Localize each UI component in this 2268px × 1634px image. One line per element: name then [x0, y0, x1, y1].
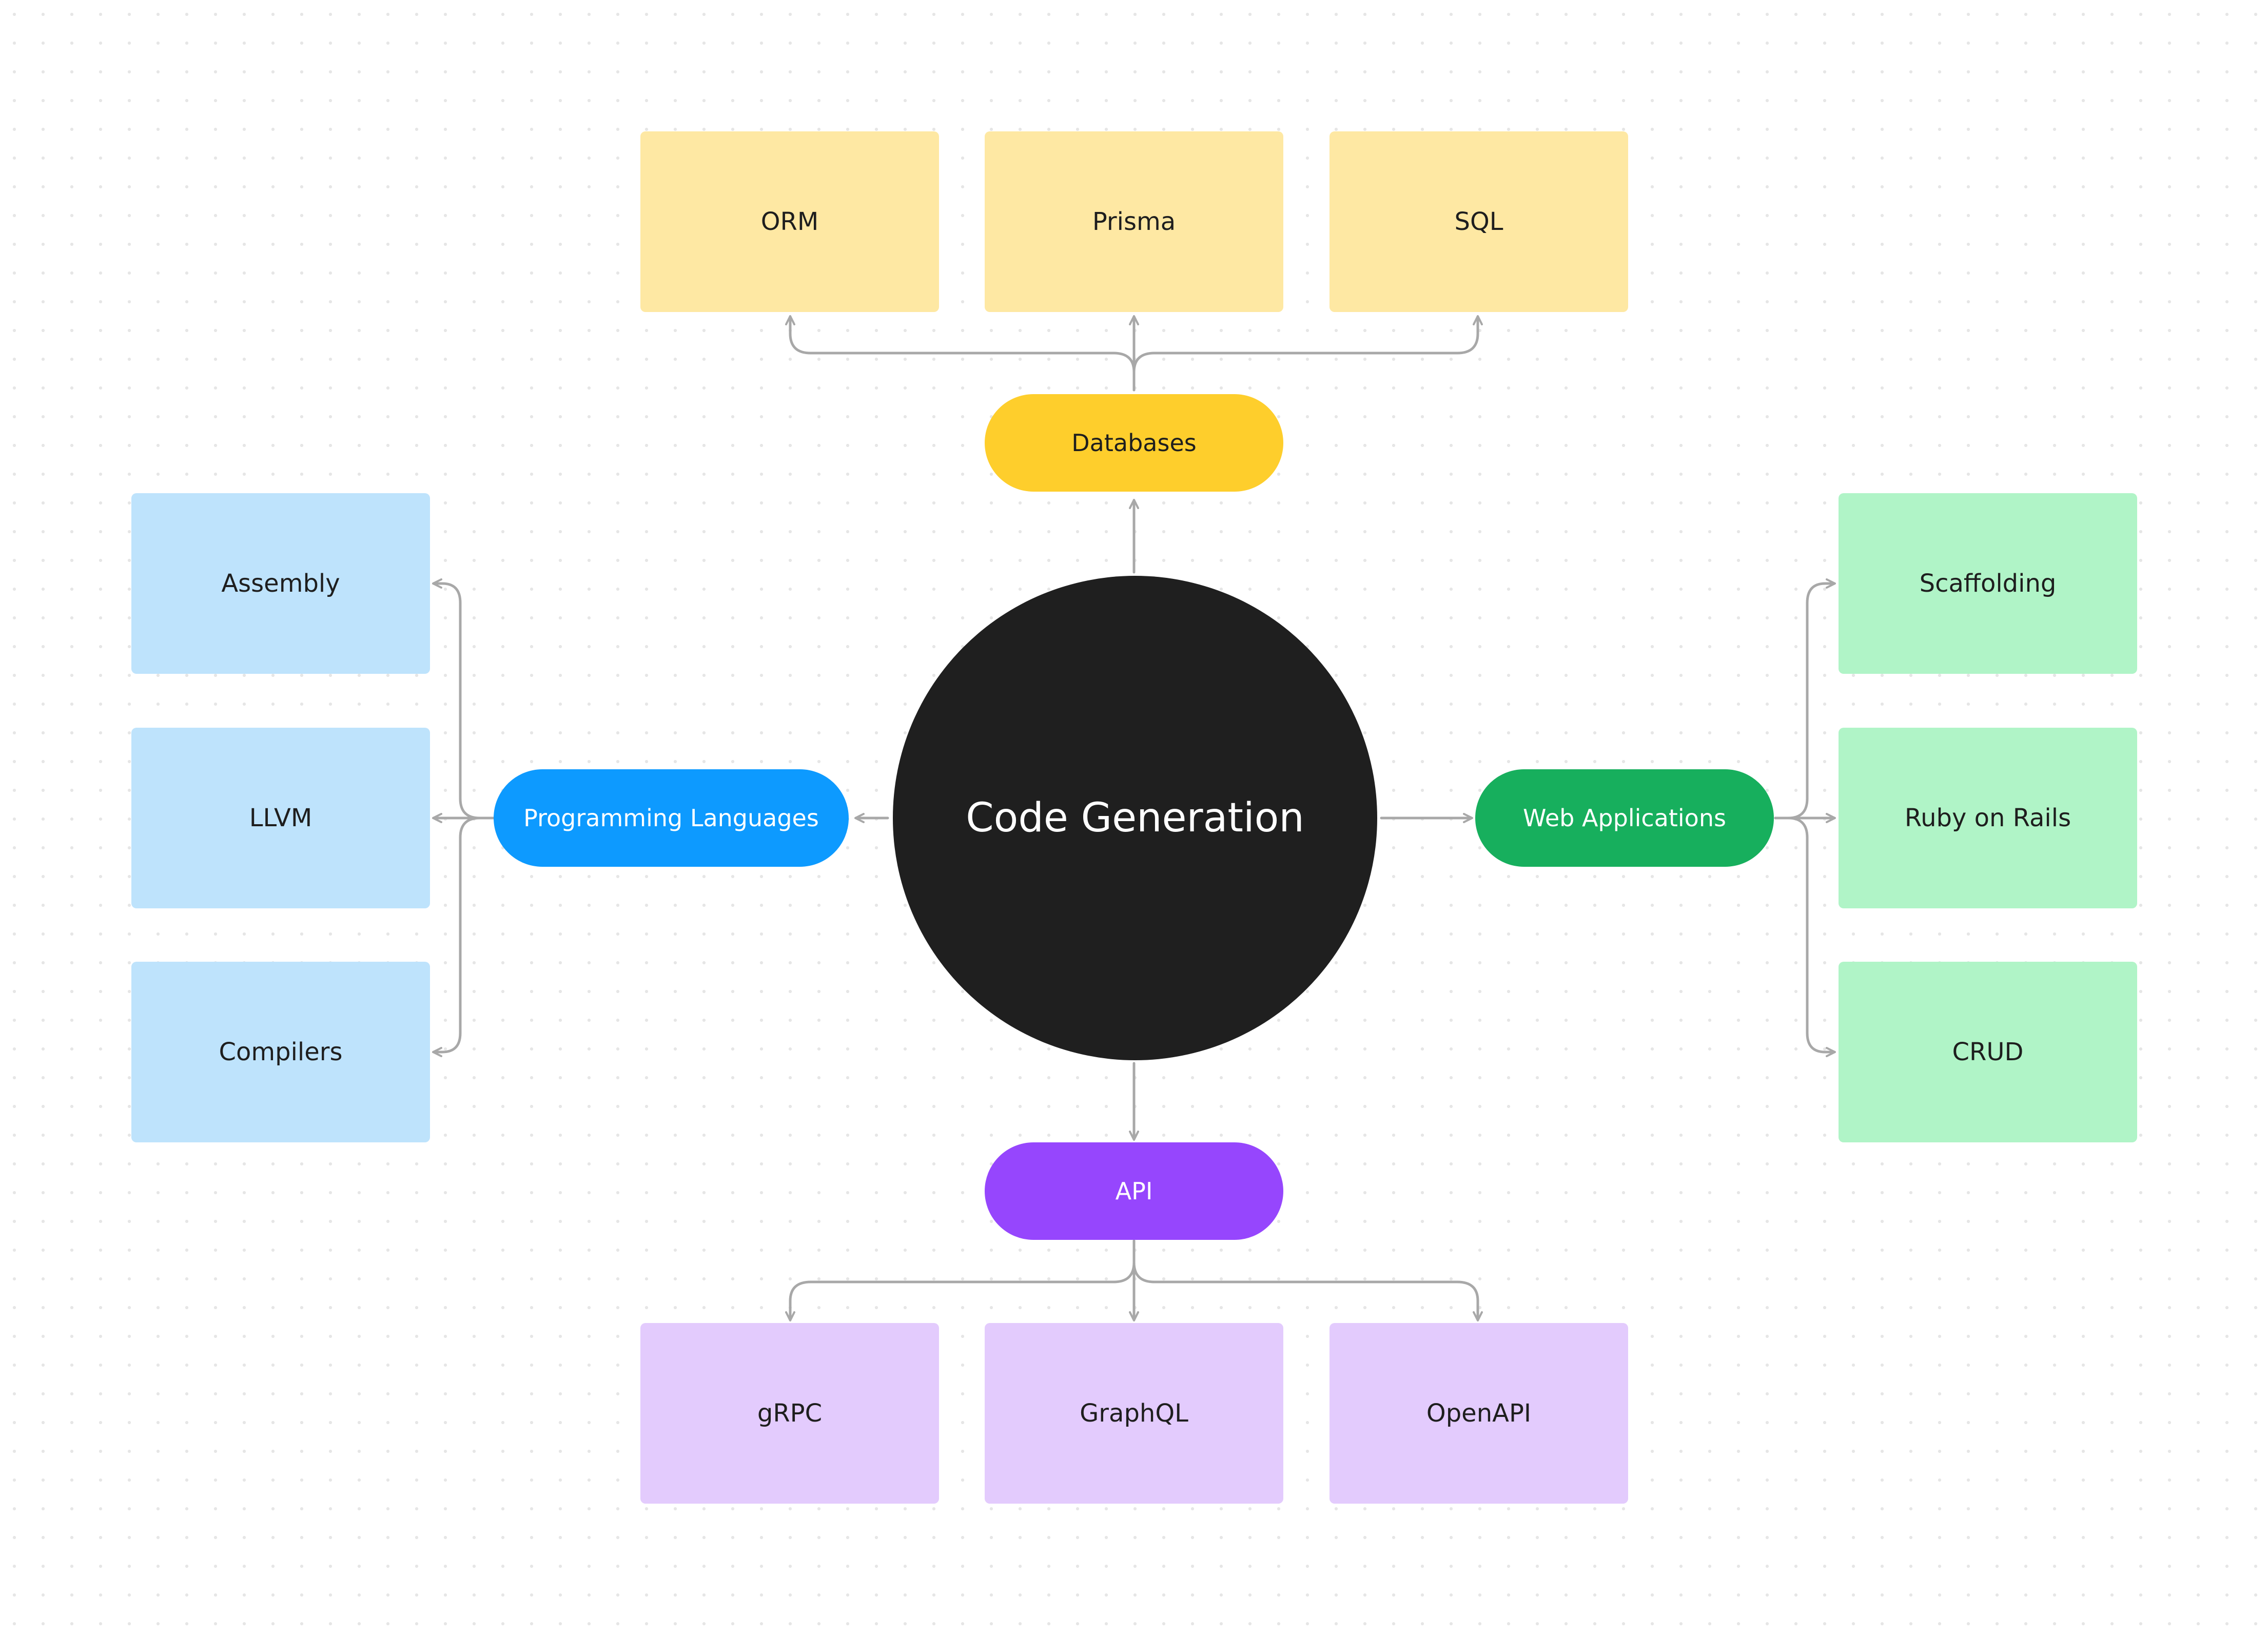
branch-web-applications-label: Web Applications — [1523, 804, 1726, 832]
leaf-ruby-on-rails-label: Ruby on Rails — [1904, 804, 2071, 832]
branch-api-label: API — [1115, 1177, 1153, 1205]
leaf-prisma-label: Prisma — [1092, 207, 1176, 236]
leaf-sql[interactable]: SQL — [1329, 131, 1628, 312]
leaf-llvm-label: LLVM — [249, 804, 312, 832]
leaf-assembly-label: Assembly — [221, 569, 340, 598]
leaf-scaffolding-label: Scaffolding — [1919, 569, 2057, 598]
leaf-crud[interactable]: CRUD — [1839, 962, 2137, 1142]
leaf-graphql-label: GraphQL — [1080, 1399, 1188, 1428]
leaf-openapi[interactable]: OpenAPI — [1329, 1323, 1628, 1504]
connector-programming-assembly — [432, 578, 495, 820]
leaf-crud-label: CRUD — [1952, 1038, 2024, 1066]
branch-programming-languages[interactable]: Programming Languages — [494, 769, 849, 867]
connector-web-crud — [1774, 816, 1836, 1057]
branch-databases-label: Databases — [1071, 429, 1197, 457]
connector-databases-orm — [785, 315, 1136, 392]
leaf-openapi-label: OpenAPI — [1426, 1399, 1532, 1428]
leaf-llvm[interactable]: LLVM — [131, 728, 430, 908]
leaf-graphql[interactable]: GraphQL — [985, 1323, 1283, 1504]
leaf-orm-label: ORM — [760, 207, 819, 236]
leaf-scaffolding[interactable]: Scaffolding — [1839, 493, 2137, 674]
branch-api[interactable]: API — [985, 1142, 1283, 1240]
branch-web-applications[interactable]: Web Applications — [1475, 769, 1774, 867]
leaf-assembly[interactable]: Assembly — [131, 493, 430, 674]
leaf-sql-label: SQL — [1454, 207, 1503, 236]
connector-web-scaffolding — [1774, 578, 1836, 820]
leaf-grpc[interactable]: gRPC — [640, 1323, 939, 1504]
leaf-compilers[interactable]: Compilers — [131, 962, 430, 1142]
connector-api-openapi — [1132, 1239, 1483, 1321]
connector-databases-sql — [1132, 315, 1483, 392]
center-node[interactable]: Code Generation — [893, 576, 1377, 1060]
connector-programming-compilers — [432, 816, 495, 1057]
center-node-label: Code Generation — [966, 795, 1304, 841]
connector-api-grpc — [785, 1239, 1136, 1321]
leaf-grpc-label: gRPC — [757, 1399, 823, 1428]
leaf-orm[interactable]: ORM — [640, 131, 939, 312]
leaf-ruby-on-rails[interactable]: Ruby on Rails — [1839, 728, 2137, 908]
leaf-compilers-label: Compilers — [219, 1038, 343, 1066]
branch-programming-languages-label: Programming Languages — [523, 804, 819, 832]
leaf-prisma[interactable]: Prisma — [985, 131, 1283, 312]
branch-databases[interactable]: Databases — [985, 394, 1283, 492]
